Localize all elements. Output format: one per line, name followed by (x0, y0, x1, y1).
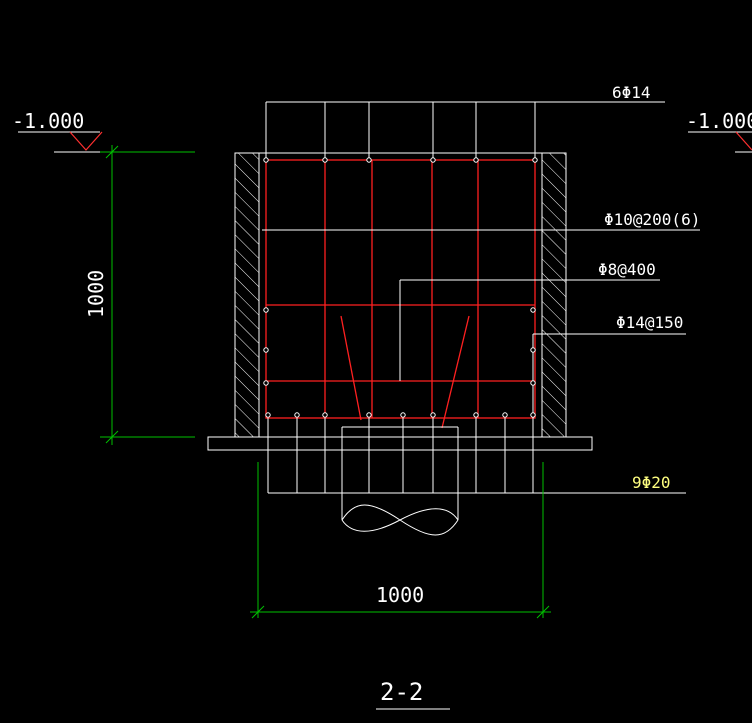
section-title-text: 2-2 (380, 678, 423, 706)
dimension-horizontal-label: 1000 (376, 583, 424, 607)
elevation-label-right: -1.000 (686, 109, 752, 133)
hatched-wall-right (541, 152, 567, 438)
concrete-section (207, 152, 593, 451)
dimension-vertical-label: 1000 (84, 270, 108, 318)
pile-head (341, 426, 459, 536)
elevation-marker-right: -1.000 (686, 109, 752, 153)
section-title: 2-2 (376, 678, 450, 710)
label-top-bars: 6Φ14 (612, 83, 651, 102)
label-bottom-bars: 9Φ20 (632, 473, 671, 492)
elevation-label-left: -1.000 (12, 109, 84, 133)
label-side-bars: Φ14@150 (616, 313, 683, 332)
internal-bars (262, 229, 700, 418)
hatched-wall-left (234, 152, 260, 438)
top-bar-leaders (265, 101, 665, 160)
label-tie: Φ8@400 (598, 260, 656, 279)
elevation-marker-left: -1.000 (12, 109, 195, 153)
label-stirrup: Φ10@200(6) (604, 210, 700, 229)
rebar-cage (265, 159, 536, 429)
base-plate (207, 436, 593, 451)
bottom-bars (267, 418, 686, 494)
rebar-dots (263, 157, 538, 418)
dimension-horizontal (250, 462, 551, 619)
dimension-vertical (100, 145, 195, 445)
